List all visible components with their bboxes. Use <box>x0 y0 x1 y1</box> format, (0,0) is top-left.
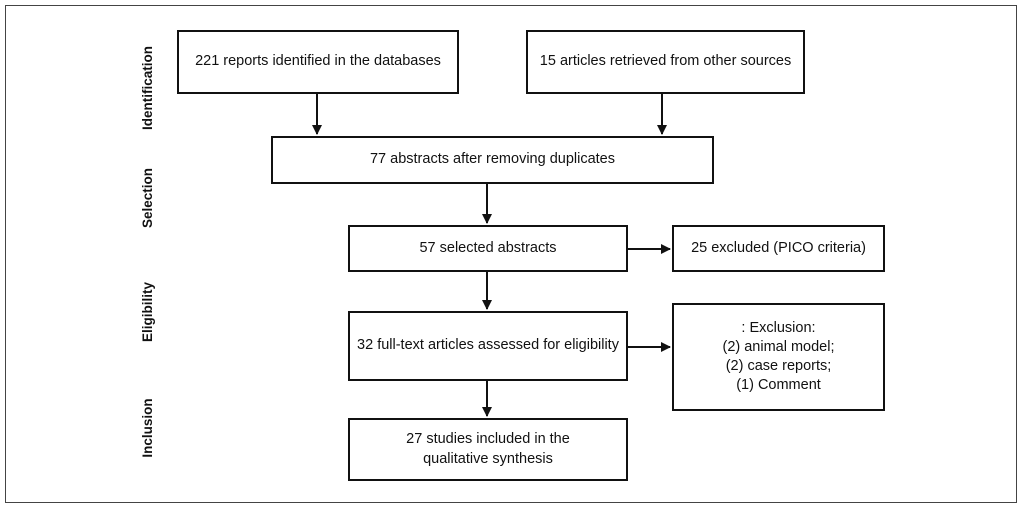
exclusion-reason: (2) animal model; <box>722 338 835 355</box>
box-full-text-text: 32 full-text articles assessed for eligi… <box>357 337 619 354</box>
diagram-frame <box>5 5 1017 503</box>
box-included: 27 studies included in the qualitative s… <box>348 418 628 481</box>
box-after-duplicates-text: 77 abstracts after removing duplicates <box>369 151 615 168</box>
box-excluded-pico: 25 excluded (PICO criteria) <box>672 225 885 272</box>
exclusion-reason: (2) case reports; <box>725 358 832 374</box>
box-excluded-pico-text: 25 excluded (PICO criteria) <box>691 239 866 256</box>
box-full-text: 32 full-text articles assessed for eligi… <box>348 311 628 381</box>
box-exclusion-reasons: : Exclusion: (2) animal model; (2) case … <box>672 303 885 411</box>
box-other-sources-text: 15 articles retrieved from other sources <box>539 53 792 70</box>
box-other-sources: 15 articles retrieved from other sources <box>526 30 805 94</box>
box-included-line1: 27 studies included in the <box>406 431 570 448</box>
exclusion-title: : Exclusion: <box>741 319 816 336</box>
box-selected-abstracts: 57 selected abstracts <box>348 225 628 272</box>
box-databases-text: 221 reports identified in the databases <box>195 53 441 70</box>
box-databases: 221 reports identified in the databases <box>177 30 459 94</box>
exclusion-reason: (1) Comment <box>736 377 821 394</box>
box-selected-abstracts-text: 57 selected abstracts <box>419 239 557 256</box>
box-after-duplicates: 77 abstracts after removing duplicates <box>271 136 714 184</box>
box-included-line2: qualitative synthesis <box>423 450 553 467</box>
